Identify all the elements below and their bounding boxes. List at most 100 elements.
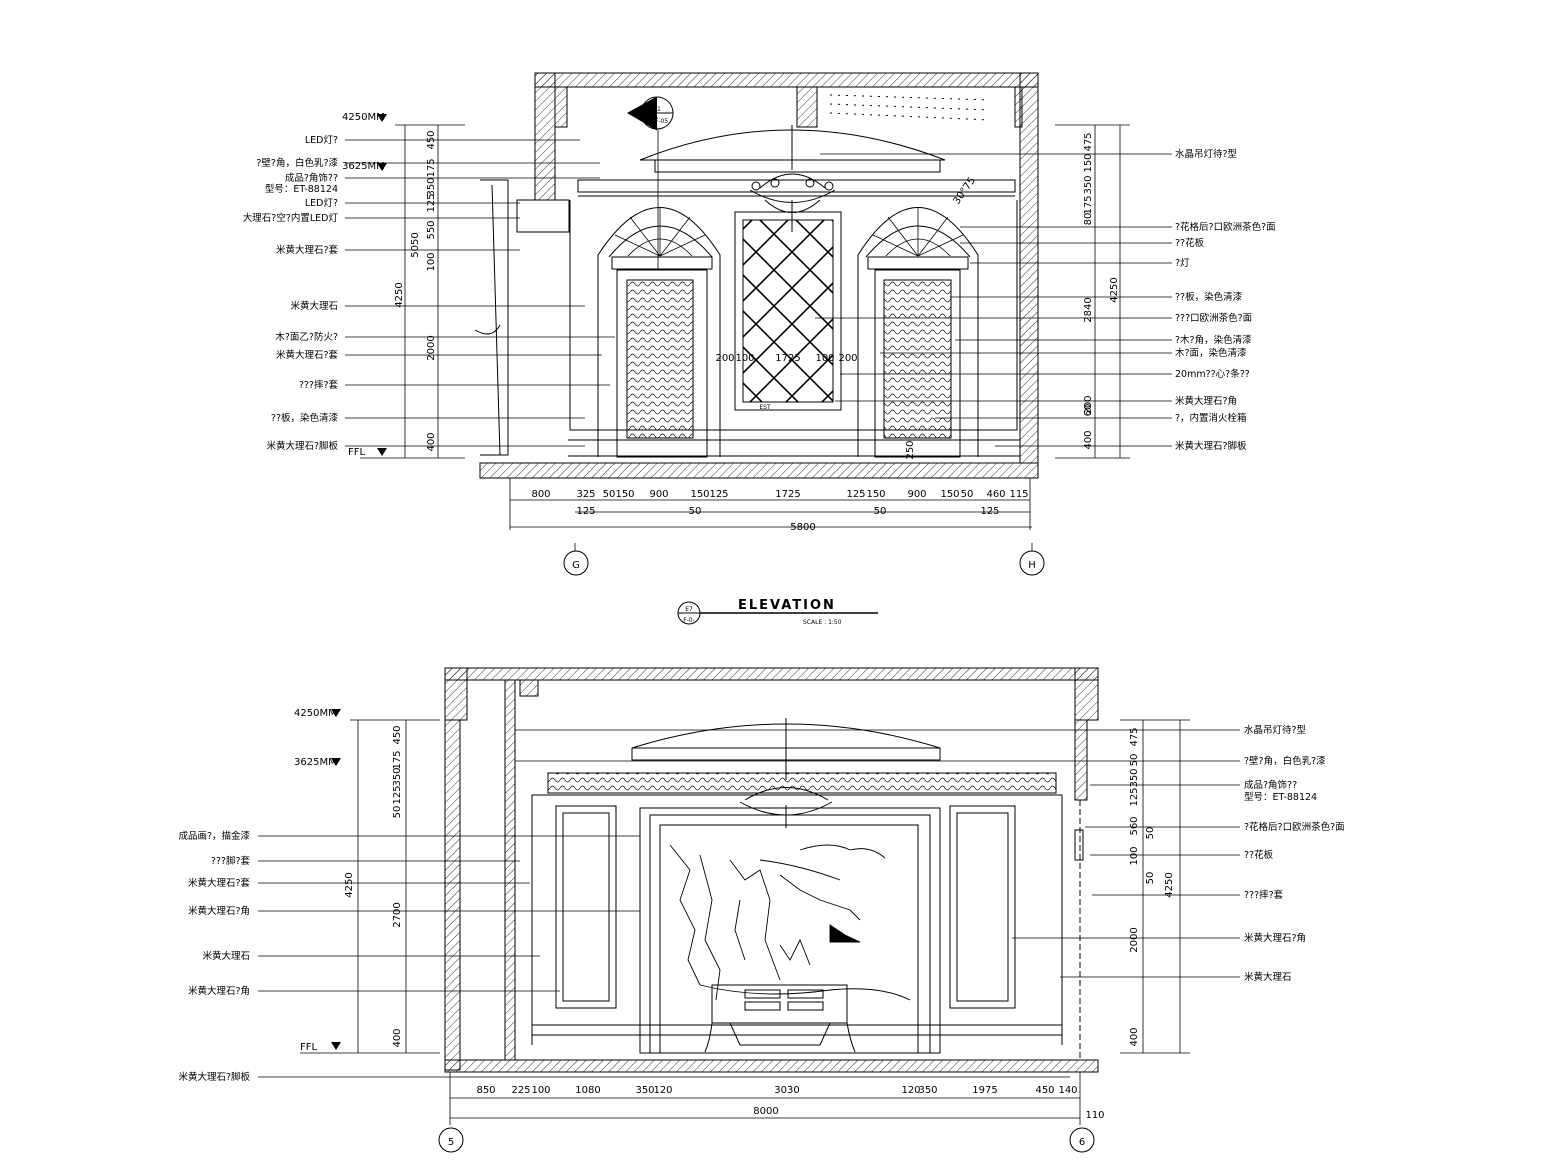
horizontal-dimension: 460 <box>986 489 1005 500</box>
inner-dimension: 100 <box>815 353 834 364</box>
mark-text: EST <box>759 404 771 411</box>
vertical-dimension: 50 <box>1145 872 1156 885</box>
level-tag: 3625MM <box>342 161 385 172</box>
top-level-markers <box>377 114 387 456</box>
chandelier-top <box>749 125 836 232</box>
right-arched-door <box>857 207 979 458</box>
horizontal-dimension: 1975 <box>972 1085 997 1096</box>
top-right-label: ???口欧洲茶色?面 <box>1175 312 1252 324</box>
bottom-left-label: 米黄大理石?角 <box>188 985 250 997</box>
bottom-left-label: 米黄大理石?脚板 <box>178 1071 250 1083</box>
horizontal-dimension: 50 <box>603 489 616 500</box>
top-right-wall <box>1019 72 1039 464</box>
vertical-dimension: 150 <box>1083 153 1094 172</box>
overall-dimension: 4250 <box>1109 277 1120 302</box>
top-ceiling-slab <box>534 72 1039 88</box>
overall-dimension: 5050 <box>410 232 421 257</box>
section-ref-text: ?1F-05 <box>648 118 668 125</box>
horizontal-dimension: 1080 <box>575 1085 600 1096</box>
vertical-dimension: 125 <box>392 785 403 804</box>
top-right-label: ?花格后?口欧洲茶色?面 <box>1175 221 1276 233</box>
top-right-label: ??花板 <box>1175 237 1205 249</box>
horizontal-dimension: 325 <box>576 489 595 500</box>
top-right-label: 水晶吊灯待?型 <box>1175 148 1238 160</box>
horizontal-dimension: 900 <box>907 489 926 500</box>
bottom-center-frame <box>639 807 941 1054</box>
horizontal-dimension: 450 <box>1035 1085 1054 1096</box>
overall-dimension: 4250 <box>1164 872 1175 897</box>
vertical-dimension: 125 <box>1129 787 1140 806</box>
section-tag-text: S1 <box>653 106 661 113</box>
axis-bubble-5 <box>438 1127 464 1153</box>
bottom-right-label: 米黄大理石?角 <box>1244 932 1306 944</box>
bottom-right-wall <box>1074 667 1099 721</box>
horizontal-dimension: 100 <box>531 1085 550 1096</box>
axis-label-5: 5 <box>448 1137 454 1148</box>
bottom-floor-slab <box>444 1059 1099 1073</box>
elevation-title-block <box>677 601 878 625</box>
bottom-right-label: ??花板 <box>1244 849 1274 861</box>
console-table <box>704 984 856 1053</box>
horizontal-dimension: 125 <box>846 489 865 500</box>
vertical-dimension: 450 <box>426 130 437 149</box>
left-arched-door <box>597 207 721 458</box>
vertical-dimension: 50 <box>1129 754 1140 767</box>
horizontal-dimension: 150 <box>866 489 885 500</box>
horizontal-dimension: 150 <box>615 489 634 500</box>
horizontal-dimension: 115 <box>1009 489 1028 500</box>
level-tag: 4250MM <box>294 708 337 719</box>
axis-label-6: 6 <box>1079 1137 1085 1148</box>
leader-lines <box>258 139 1240 1078</box>
vertical-dimension: 350 <box>426 177 437 196</box>
top-right-label: 米黄大理石?角 <box>1175 395 1237 407</box>
top-left-label: 米黄大理石 <box>290 300 338 312</box>
landscape-painting <box>669 844 911 1001</box>
vertical-dimension: 400 <box>1129 1027 1140 1046</box>
vertical-dimension: 2000 <box>1129 927 1140 952</box>
horizontal-dimension: 150 <box>940 489 959 500</box>
horizontal-dimension: 140 <box>1058 1085 1077 1096</box>
title-tag: E7 <box>685 606 693 613</box>
bottom-left-label: 米黄大理石?角 <box>188 905 250 917</box>
horizontal-dimension: 1725 <box>775 489 800 500</box>
top-left-label: 米黄大理石?脚板 <box>266 440 338 452</box>
top-right-label: 木?面，染色清漆 <box>1175 347 1247 359</box>
annotation-text: LED灯??壁?角，白色乳?漆成品?角饰??型号：ET-88124LED灯?大理… <box>178 106 1344 1148</box>
bottom-right-label: 型号：ET-88124 <box>1244 792 1317 803</box>
bottom-left-label: ???脚?套 <box>211 855 251 867</box>
top-left-label: ?壁?角，白色乳?漆 <box>256 157 338 169</box>
inner-dimension: 200 <box>715 353 734 364</box>
vertical-dimension: 400 <box>392 1028 403 1047</box>
vertical-dimension: 100 <box>426 252 437 271</box>
top-right-label: ??板，染色清漆 <box>1175 291 1243 303</box>
vertical-dimension: 475 <box>1129 727 1140 746</box>
overall-width: 5800 <box>790 522 815 533</box>
vertical-dimension: 400 <box>1083 430 1094 449</box>
horizontal-dimension: 850 <box>476 1085 495 1096</box>
bottom-left-wall <box>444 667 468 721</box>
top-left-label: LED灯? <box>305 198 338 209</box>
axis-bubble-6 <box>1069 1127 1095 1153</box>
center-mirror-panel <box>734 211 842 411</box>
elevation-scale: SCALE : 1:50 <box>803 619 842 626</box>
vertical-dimension: 560 <box>1129 816 1140 835</box>
inner-dimension: 1725 <box>775 353 800 364</box>
horizontal-dimension: 50 <box>961 489 974 500</box>
level-tag: FFL <box>348 447 366 458</box>
bottom-left-label: 米黄大理石 <box>202 950 250 962</box>
vertical-dimension: 350 <box>1083 175 1094 194</box>
bottom-elevation <box>444 667 1099 1073</box>
bottom-right-label: 水晶吊灯待?型 <box>1244 724 1307 736</box>
top-left-label: 木?面乙?防火? <box>275 331 338 343</box>
top-wall-panel <box>569 200 1018 431</box>
bottom-right-label: ?花格后?口欧洲茶色?面 <box>1244 821 1345 833</box>
inner-dimension: 100 <box>735 353 754 364</box>
vertical-dimension: 175 <box>426 158 437 177</box>
vertical-dimension: 50 <box>1145 827 1156 840</box>
top-ceiling-arch <box>639 129 946 161</box>
vertical-dimension: 2000 <box>426 335 437 360</box>
vertical-dimension: 175 <box>1083 195 1094 214</box>
title-tag-sub: F-0- <box>683 617 695 624</box>
bottom-axis-bubbles <box>438 1127 1095 1153</box>
